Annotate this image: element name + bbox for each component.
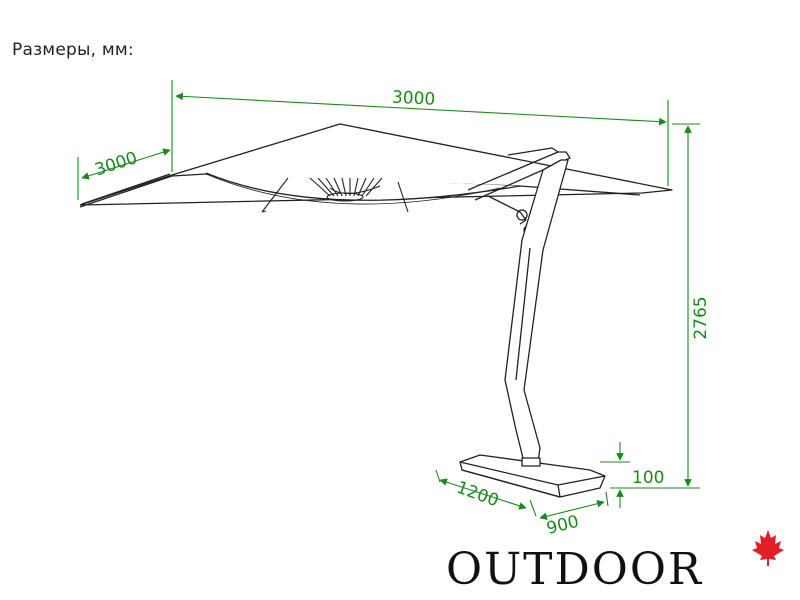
dimension-lines	[77, 80, 700, 521]
dimension-height: 2765	[691, 296, 711, 339]
maple-leaf-icon	[752, 530, 784, 566]
dimension-width-side: 3000	[92, 148, 139, 180]
dimension-width-top: 3000	[391, 88, 435, 110]
ribs	[261, 177, 409, 213]
dimension-base-length: 1200	[454, 478, 501, 512]
umbrella-drawing	[79, 123, 673, 498]
canopy-underside	[205, 172, 521, 201]
base	[459, 454, 606, 498]
brand-logo: OUTDOOR	[446, 544, 703, 595]
dimension-base-height: 100	[632, 468, 664, 488]
pole	[504, 159, 569, 463]
support-arm	[467, 147, 571, 235]
page-title: Размеры, мм:	[12, 40, 134, 60]
